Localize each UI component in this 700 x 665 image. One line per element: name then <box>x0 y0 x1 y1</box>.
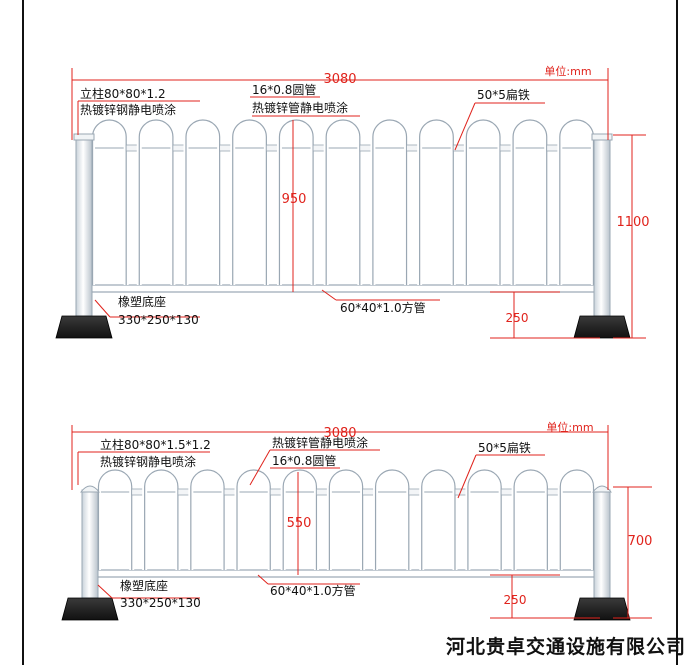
fence-1-width-label: 3080 <box>323 72 356 87</box>
fence-1-base-2 <box>573 315 631 339</box>
fence-1-loop-outline-9 <box>465 119 501 285</box>
fence-2-total-height-label: 700 <box>628 534 653 549</box>
fence-2-loop-bar-7 <box>373 467 412 570</box>
fence-1-bottom-rail <box>85 284 601 293</box>
fence-1-loop-bar-10 <box>510 117 550 285</box>
fence-2-loop-bar-6 <box>326 467 366 570</box>
fence-2-loop-bar-11 <box>557 467 597 570</box>
right-frame-line <box>676 0 678 665</box>
fence-2-unit-label: 单位:mm <box>546 420 593 434</box>
fence-2-loop-outline-5 <box>282 469 318 570</box>
fence-1-total-height-label: 1100 <box>616 215 649 230</box>
fence-2-base-2 <box>573 597 631 621</box>
fence-1-tube-spec: 16*0.8圆管 <box>252 82 316 97</box>
fence-1-loop-outline-4 <box>232 119 267 285</box>
fence-1-loop-outline-3 <box>185 119 221 285</box>
fence-2-dimensions: 3080 单位:mm 700 550 250 立柱80*80*1.5*1.2 热… <box>71 420 653 619</box>
fence-1-post-cap-2 <box>591 133 613 141</box>
fence-2-loop-outline-6 <box>328 469 364 570</box>
fence-2-loop-bar-8 <box>419 467 458 570</box>
fence-2-loop-outline-1 <box>97 469 133 570</box>
fence-1-loop-outline-10 <box>512 119 548 285</box>
fence-2-post-cap-1 <box>79 485 101 493</box>
fence-1-base-spec: 330*250*130 <box>118 313 199 327</box>
left-frame-line <box>22 0 24 665</box>
fence-2-rail-spec: 60*40*1.0方管 <box>270 583 356 598</box>
fence-2-loop-bar-4 <box>234 467 273 570</box>
fence-1-drawing <box>55 117 631 339</box>
fence-1-loop-bar-7 <box>370 117 410 285</box>
fence-2-flat-iron-spec: 50*5扁铁 <box>478 441 531 455</box>
fence-1-loop-bar-9 <box>463 117 503 285</box>
fence-1-post-coating: 热镀锌钢静电喷涂 <box>80 102 176 117</box>
fence-1-base-gap-label: 250 <box>506 311 529 325</box>
fence-1-loop-bar-4 <box>230 117 269 285</box>
fence-1-rail-spec: 60*40*1.0方管 <box>340 300 426 315</box>
fence-2-loop-bar-1 <box>95 467 135 570</box>
company-name: 河北贵卓交通设施有限公司 <box>445 636 686 658</box>
fence-2-tube-spec: 16*0.8圆管 <box>272 453 336 468</box>
fence-2-post-spec: 立柱80*80*1.5*1.2 <box>100 437 211 452</box>
fence-1-post-spec: 立柱80*80*1.2 <box>80 86 166 101</box>
fence-1-flat-iron-spec: 50*5扁铁 <box>477 88 530 102</box>
fence-2-loop-outline-9 <box>467 469 502 570</box>
fence-1-loop-bar-11 <box>557 117 596 285</box>
fence-2-loop-bar-2 <box>142 467 181 570</box>
fence-2-loop-outline-3 <box>190 469 225 570</box>
fence-2-post-2 <box>593 489 611 599</box>
fence-1-dimensions: 3080 单位:mm 1100 950 250 立柱80*80*1.2 热镀锌钢… <box>71 64 650 339</box>
fence-2-base-1 <box>61 597 119 621</box>
fence-1-loop-outline-11 <box>559 119 595 285</box>
fence-2-loop-bar-10 <box>511 467 550 570</box>
fence-2-loop-outline-8 <box>421 469 456 570</box>
fence-1-loop-bar-3 <box>183 117 223 285</box>
fence-2-loop-outline-4 <box>236 469 271 570</box>
fence-2-post-1 <box>81 489 99 599</box>
fence-1-base-name: 橡塑底座 <box>118 294 166 309</box>
fence-2-width-label: 3080 <box>323 426 356 441</box>
fence-1-post-cap-1 <box>73 133 95 141</box>
fence-2-base-spec: 330*250*130 <box>120 596 201 610</box>
fence-1-bar-height-label: 950 <box>282 192 307 207</box>
fence-1-post-1 <box>75 137 93 317</box>
fence-1-loop-bar-6 <box>323 117 363 285</box>
fence-1-loop-bar-1 <box>90 117 129 285</box>
fence-2-tube-coating: 热镀锌管静电喷涂 <box>272 435 368 450</box>
fence-1-tube-coating: 热镀锌管静电喷涂 <box>252 100 348 115</box>
fence-2-loop-outline-11 <box>559 469 595 570</box>
fence-2-post-coating: 热镀锌钢静电喷涂 <box>100 454 196 469</box>
fence-1-loop-outline-7 <box>372 119 408 285</box>
fence-2-bar-height-label: 550 <box>287 516 312 531</box>
fence-2-drawing <box>61 467 631 621</box>
fence-1-loop-bar-8 <box>417 117 456 285</box>
fence-1-loop-outline-2 <box>138 119 174 285</box>
fence-2-bottom-rail <box>91 569 601 578</box>
fence-1-post-2 <box>593 137 611 317</box>
fence-1-loop-outline-8 <box>419 119 454 285</box>
fence-2-post-cap-2 <box>591 485 613 493</box>
fence-2-loop-outline-2 <box>144 469 179 570</box>
fence-2-base-gap-label: 250 <box>504 593 527 607</box>
fence-2-loop-outline-7 <box>374 469 410 570</box>
fence-2-loop-outline-10 <box>513 469 548 570</box>
fence-1-loop-bar-2 <box>136 117 176 285</box>
fence-1-loop-outline-1 <box>91 119 127 285</box>
fence-1-loop-outline-5 <box>278 119 314 285</box>
fence-2-loop-bar-3 <box>188 467 227 570</box>
fence-1-loop-outline-6 <box>325 119 361 285</box>
fence-1-unit-label: 单位:mm <box>544 64 591 78</box>
fence-2-loop-bar-9 <box>465 467 504 570</box>
fence-1-base-1 <box>55 315 113 339</box>
fence-2-base-name: 橡塑底座 <box>120 578 168 593</box>
